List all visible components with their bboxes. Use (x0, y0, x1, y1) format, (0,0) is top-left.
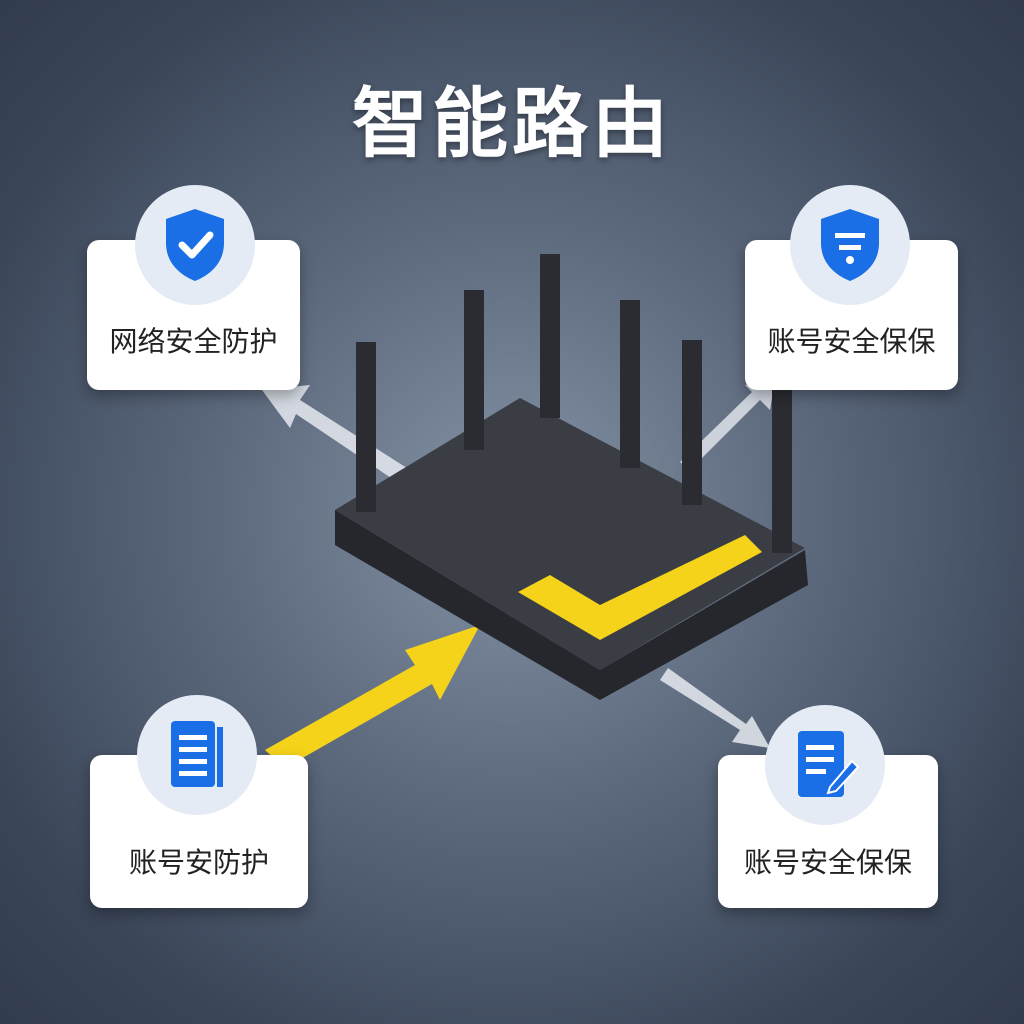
card-label: 账号安防护 (128, 846, 269, 879)
check-mark (518, 535, 762, 640)
shield-check-icon (135, 185, 255, 305)
arrow-to-bottom-right (660, 668, 770, 748)
shield-lines-icon (790, 185, 910, 305)
document-edit-icon (765, 705, 885, 825)
router-base-top (335, 398, 805, 670)
antenna (772, 383, 792, 553)
card-label: 账号安全保保 (743, 846, 912, 879)
document-icon (137, 695, 257, 815)
card-label: 网络安全防护 (109, 325, 278, 358)
page-title: 智能路由 (352, 79, 672, 168)
card-label: 账号安全保保 (767, 325, 936, 358)
antenna (620, 300, 640, 468)
arrow-to-top-left (262, 385, 410, 484)
card-network-protection[interactable]: 网络安全防护 (87, 240, 300, 390)
antennas (356, 254, 792, 553)
router-base-side (335, 510, 808, 700)
antenna (682, 340, 702, 505)
arrow-from-bottom-left (265, 625, 480, 768)
antenna (540, 254, 560, 418)
arrow-to-top-right (680, 380, 775, 470)
antenna (356, 342, 376, 512)
antenna (464, 290, 484, 450)
